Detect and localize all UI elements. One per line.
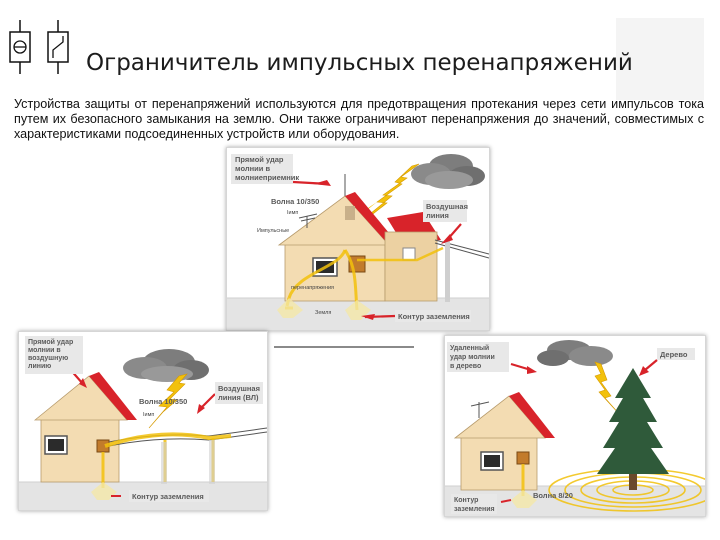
- cloud-icon: [123, 349, 209, 382]
- label-direct-strike-line2: молнии в: [235, 164, 270, 173]
- label-direct-strike-line1: Прямой удар: [235, 155, 284, 164]
- label-remote-strike-line2: удар молнии: [450, 354, 495, 361]
- label-ground-loop-line2: заземления: [454, 506, 495, 513]
- label-wave: Волна 8/20: [533, 491, 573, 500]
- label-overhead-line2: линия (ВЛ): [218, 393, 259, 402]
- small-label-2: перенапряжения: [291, 285, 334, 291]
- lightning-bolt-icon: [594, 361, 622, 417]
- tree-illustration: [597, 368, 669, 490]
- label-remote-strike-line1: Удаленный: [450, 344, 489, 352]
- label-overhead-line1: Воздушная: [426, 202, 468, 211]
- diagram-direct-strike-overhead-line: Прямой удар молнии в воздушную линию Вол…: [18, 331, 268, 511]
- label-direct-strike-line4: линию: [28, 363, 51, 370]
- lightning-bolt-icon: [148, 373, 188, 429]
- label-remote-strike-line3: в дерево: [450, 363, 481, 370]
- label-overhead-line1: Воздушная: [218, 384, 260, 393]
- small-label-3: Земля: [315, 310, 331, 316]
- label-direct-strike-line3: воздушную: [28, 355, 68, 362]
- label-tree: Дерево: [660, 350, 688, 359]
- diagram-direct-strike-rod: Прямой удар молнии в молниеприемник Волн…: [226, 147, 490, 331]
- watermark-area: [616, 18, 704, 100]
- label-ground-loop-line1: Контур: [454, 497, 478, 504]
- label-ground-loop: Контур заземления: [398, 312, 470, 321]
- arrester-symbol-icon: [9, 20, 69, 74]
- label-iimp: Iимп: [143, 412, 154, 418]
- small-label-1: Импульсные: [257, 228, 289, 234]
- diagram-remote-strike-tree: Удаленный удар молнии в дерево Дерево Во…: [444, 335, 706, 517]
- label-direct-strike-line3: молниеприемник: [235, 173, 299, 182]
- divider-line: [274, 346, 414, 348]
- label-overhead-line2: линия: [426, 211, 449, 220]
- cloud-icon: [411, 154, 485, 189]
- label-ground-loop: Контур заземления: [132, 492, 204, 501]
- house-illustration: [33, 372, 137, 483]
- label-wave: Волна 10/350: [271, 197, 319, 206]
- label-direct-strike-line2: молнии в: [28, 347, 61, 354]
- cloud-icon: [537, 340, 613, 366]
- label-iimp: Iимп: [287, 210, 298, 216]
- logo: [6, 18, 74, 83]
- description-text: Устройства защиты от перенапряжений испо…: [14, 97, 704, 142]
- house-illustration: [453, 392, 555, 491]
- page-title: Ограничитель импульсных перенапряжений: [86, 50, 633, 76]
- label-direct-strike-line1: Прямой удар: [28, 338, 73, 346]
- label-wave: Волна 10/350: [139, 397, 187, 406]
